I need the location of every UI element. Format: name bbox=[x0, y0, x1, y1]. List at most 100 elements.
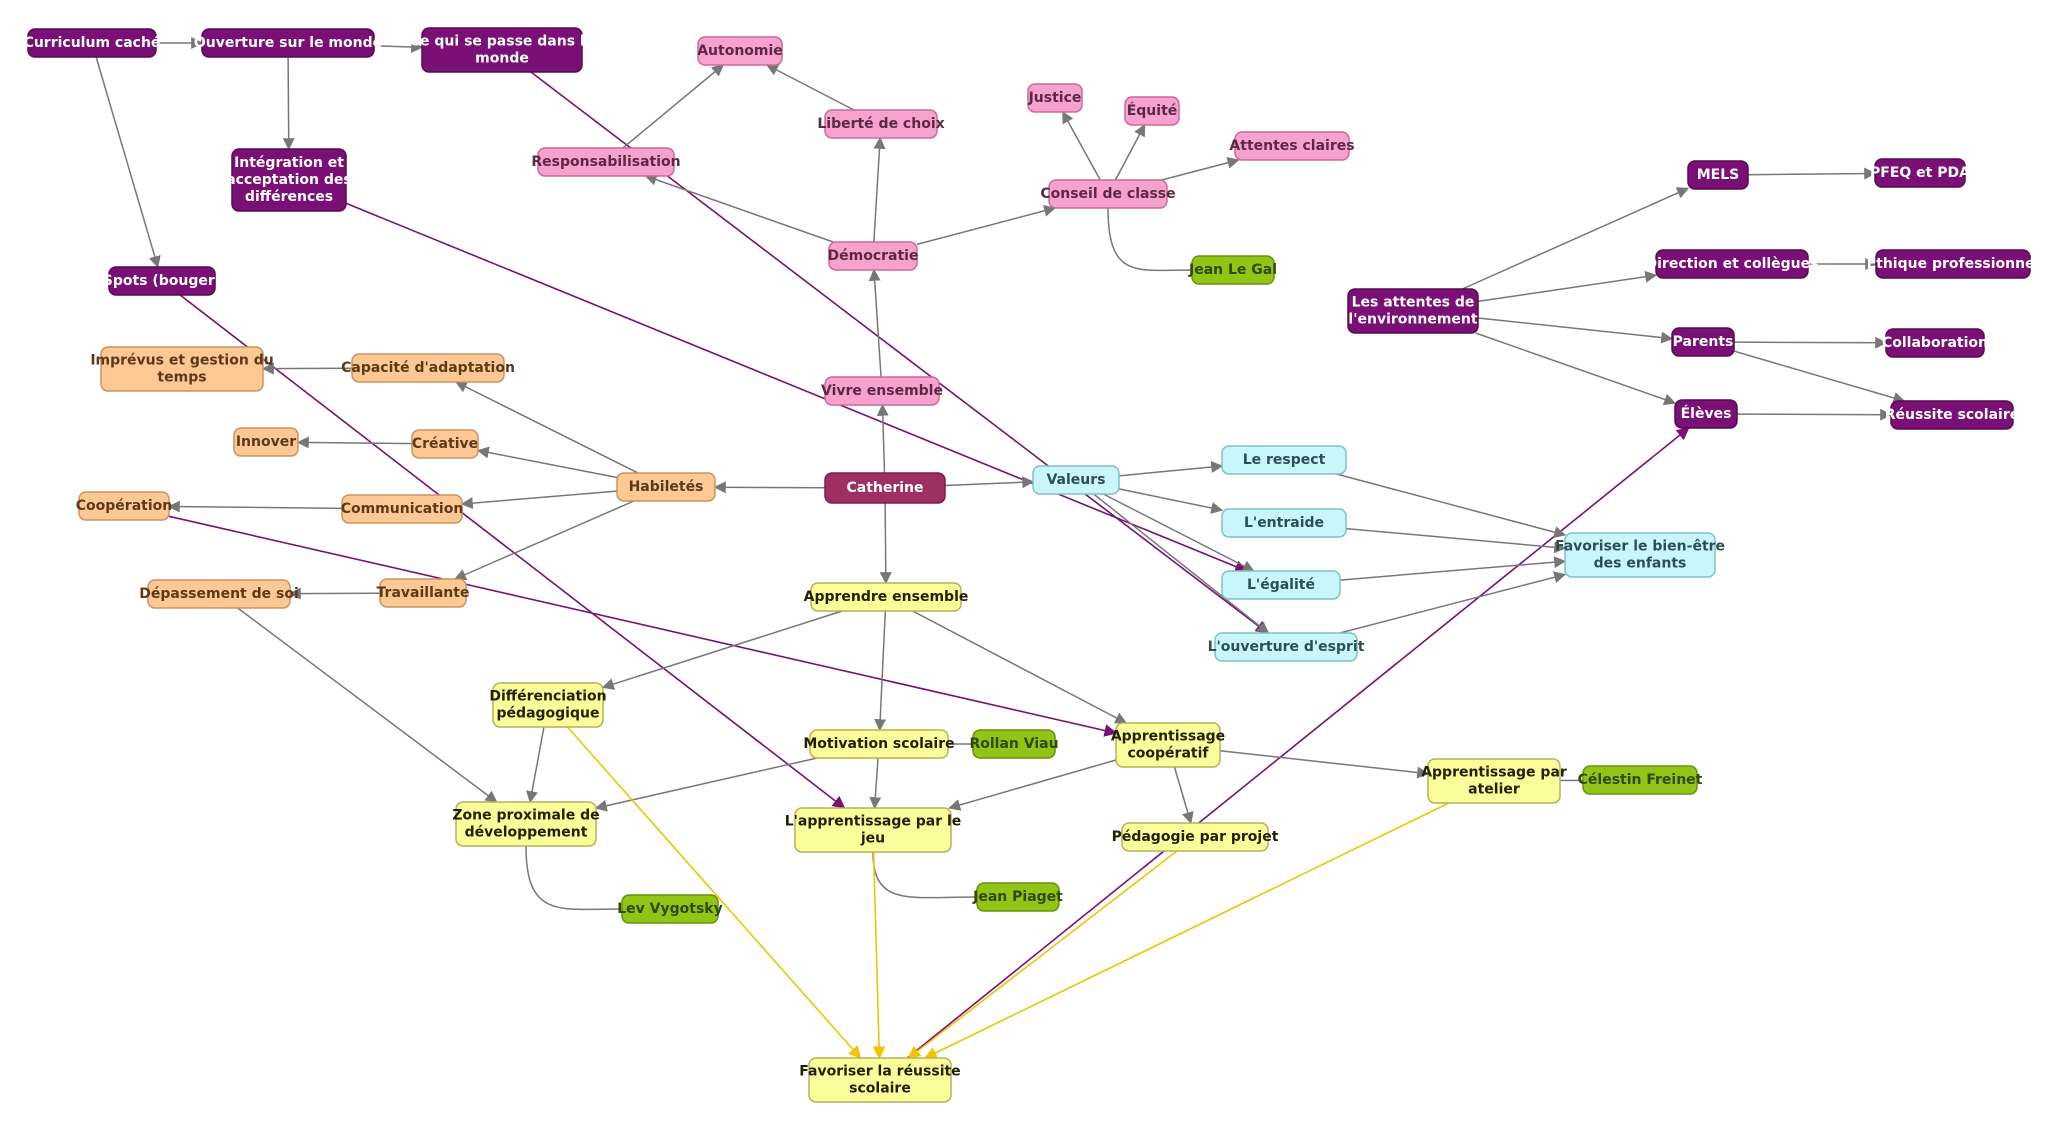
node-jean-legal[interactable]: Jean Le Gal bbox=[1188, 255, 1277, 285]
node-label: Éthique professionnel bbox=[1867, 255, 2040, 272]
node-catherine[interactable]: Catherine bbox=[824, 472, 946, 504]
node-innover[interactable]: Innover bbox=[233, 427, 299, 457]
node-box bbox=[1655, 249, 1809, 279]
node-direction[interactable]: Direction et collègues bbox=[1646, 249, 1819, 279]
node-label: MELS bbox=[1697, 167, 1740, 183]
node-box bbox=[421, 27, 583, 73]
edge-responsabilisation-to-autonomie bbox=[622, 64, 725, 149]
node-box bbox=[1027, 83, 1083, 113]
node-reussite-scol[interactable]: Réussite scolaire bbox=[1885, 400, 2019, 430]
node-label: Coopération bbox=[76, 498, 172, 514]
node-apprendre-ens[interactable]: Apprendre ensemble bbox=[804, 582, 969, 612]
node-label: jeu bbox=[860, 831, 885, 847]
edge-catherine-to-valeurs bbox=[944, 476, 1035, 489]
edge-parents-to-reussite_scol bbox=[1733, 350, 1906, 404]
node-label: Dépassement de soi bbox=[139, 586, 299, 602]
node-creative[interactable]: Créative bbox=[411, 429, 479, 459]
node-label: monde bbox=[475, 51, 529, 67]
edge-valeurs-to-entraide bbox=[1118, 488, 1224, 514]
node-pedagogie-projet[interactable]: Pédagogie par projet bbox=[1112, 822, 1279, 852]
node-label: coopératif bbox=[1128, 746, 1210, 762]
edge-attentes_env-to-direction bbox=[1477, 270, 1658, 303]
node-conseil[interactable]: Conseil de classe bbox=[1040, 179, 1176, 209]
node-respect[interactable]: Le respect bbox=[1221, 445, 1347, 475]
edge-appr_coop-to-pedagogie_projet bbox=[1173, 766, 1194, 825]
node-label: Lev Vygotsky bbox=[617, 901, 722, 917]
node-egalite[interactable]: L'égalité bbox=[1221, 570, 1341, 600]
node-box bbox=[27, 28, 157, 58]
node-attentes-env[interactable]: Les attentes del'environnement bbox=[1347, 288, 1479, 334]
node-box bbox=[1048, 179, 1168, 209]
node-ouverture-esprit[interactable]: L'ouverture d'esprit bbox=[1208, 632, 1365, 662]
node-justice[interactable]: Justice bbox=[1027, 83, 1083, 113]
node-responsabilisation[interactable]: Responsabilisation bbox=[531, 147, 681, 177]
node-depassement[interactable]: Dépassement de soi bbox=[139, 579, 299, 609]
edge-appr_jeu-to-piaget bbox=[872, 851, 978, 899]
node-box bbox=[411, 429, 479, 459]
node-attentes-claires[interactable]: Attentes claires bbox=[1229, 131, 1355, 161]
node-label: Conseil de classe bbox=[1040, 186, 1175, 202]
node-cooperation[interactable]: Coopération bbox=[76, 491, 172, 521]
node-box bbox=[1874, 158, 1966, 188]
node-curriculum[interactable]: Curriculum caché bbox=[24, 28, 161, 58]
node-capacite[interactable]: Capacité d'adaptation bbox=[341, 353, 515, 383]
node-label: Communication bbox=[341, 501, 464, 517]
connection-layer bbox=[95, 37, 1906, 1060]
node-autonomie[interactable]: Autonomie bbox=[697, 36, 783, 66]
node-label: Responsabilisation bbox=[531, 154, 680, 170]
node-label: PFEQ et PDA bbox=[1870, 165, 1970, 181]
node-vygotsky[interactable]: Lev Vygotsky bbox=[617, 894, 723, 924]
node-box bbox=[78, 491, 170, 521]
node-ouverture-monde[interactable]: Ouverture sur le monde bbox=[194, 28, 382, 58]
node-label: Apprentissage par bbox=[1421, 765, 1567, 781]
node-mels[interactable]: MELS bbox=[1687, 160, 1749, 190]
edge-entraide-to-bien_etre bbox=[1345, 527, 1567, 554]
node-liberte[interactable]: Liberté de choix bbox=[817, 109, 945, 139]
edge-curriculum-to-spots bbox=[95, 56, 161, 269]
edge-apprendre_ens-to-motivation bbox=[874, 610, 887, 732]
node-label: acceptation des bbox=[226, 172, 352, 188]
node-collaboration[interactable]: Collaboration bbox=[1882, 328, 1988, 358]
node-communication[interactable]: Communication bbox=[341, 494, 464, 524]
edge-catherine-to-apprendre_ens bbox=[879, 502, 892, 585]
node-box bbox=[379, 578, 467, 608]
node-label: Différenciation bbox=[489, 689, 606, 705]
node-label: Créative bbox=[412, 436, 478, 452]
node-rollan[interactable]: Rollan Viau bbox=[969, 729, 1059, 759]
node-label: l'environnement bbox=[1348, 312, 1477, 328]
edge-attentes_env-to-eleves bbox=[1475, 332, 1677, 406]
node-travaillante[interactable]: Travaillante bbox=[377, 578, 470, 608]
node-valeurs[interactable]: Valeurs bbox=[1032, 465, 1120, 495]
node-vivre-ensemble[interactable]: Vivre ensemble bbox=[821, 376, 943, 406]
node-democratie[interactable]: Démocratie bbox=[828, 241, 919, 271]
node-eleves[interactable]: Élèves bbox=[1674, 399, 1738, 429]
node-freinet[interactable]: Célestin Freinet bbox=[1578, 765, 1703, 795]
node-label: Motivation scolaire bbox=[803, 736, 954, 752]
node-motivation[interactable]: Motivation scolaire bbox=[803, 729, 955, 759]
node-box bbox=[1124, 96, 1180, 126]
node-entraide[interactable]: L'entraide bbox=[1221, 508, 1347, 538]
node-habiletes[interactable]: Habiletés bbox=[616, 472, 716, 502]
edge-apprendre_ens-to-differenciation bbox=[601, 610, 843, 690]
node-piaget[interactable]: Jean Piaget bbox=[972, 882, 1063, 912]
node-label: Les attentes de bbox=[1352, 295, 1475, 311]
node-equite[interactable]: Équité bbox=[1124, 96, 1180, 126]
node-ethique[interactable]: Éthique professionnel bbox=[1867, 249, 2040, 279]
node-box bbox=[621, 894, 719, 924]
node-parents[interactable]: Parents bbox=[1671, 327, 1735, 357]
node-box bbox=[231, 148, 347, 212]
node-box bbox=[1671, 327, 1735, 357]
node-pfeq[interactable]: PFEQ et PDA bbox=[1870, 158, 1970, 188]
node-spots[interactable]: Spots (bouger) bbox=[103, 266, 221, 296]
node-box bbox=[972, 729, 1056, 759]
